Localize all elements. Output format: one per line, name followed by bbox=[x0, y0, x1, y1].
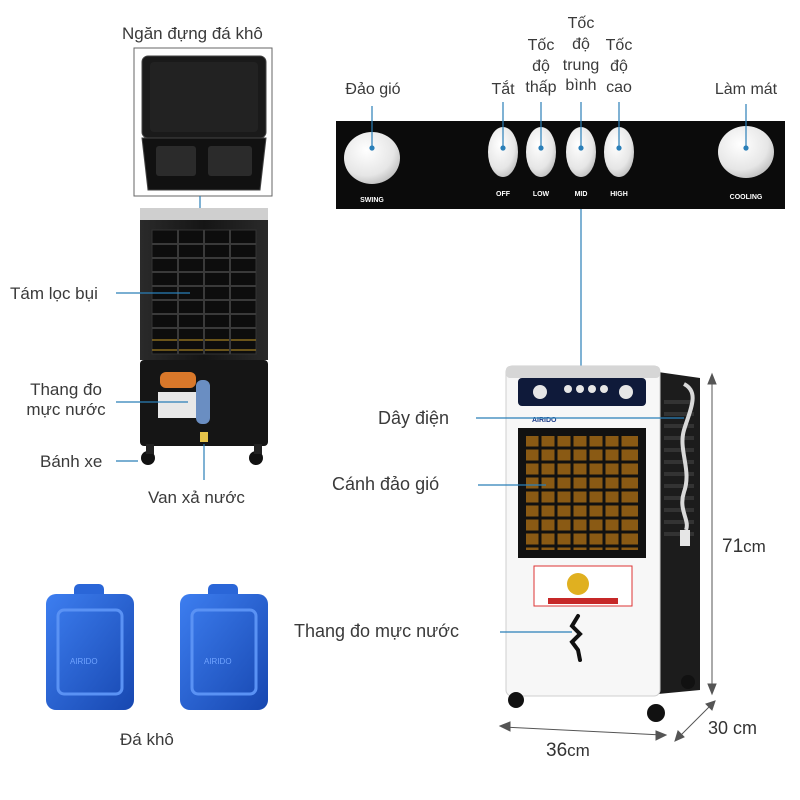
label-dust-filter: Tám lọc bụi bbox=[10, 284, 98, 303]
label-power-cord: Dây điện bbox=[378, 408, 450, 428]
dimension-width-value: 36 bbox=[546, 740, 568, 761]
label-high-vi-2: độ bbox=[610, 57, 628, 75]
ice-pack-left: AIRIDO bbox=[46, 584, 134, 710]
label-dry-ice-compartment: Ngăn đựng đá khô bbox=[122, 24, 263, 43]
label-low-vi-3: thấp bbox=[525, 78, 557, 96]
ice-pack-right: AIRIDO bbox=[180, 584, 268, 710]
caption-off: OFF bbox=[496, 191, 510, 198]
label-water-gauge-left: Thang đo mực nước bbox=[18, 380, 114, 419]
label-swing-vi: Đảo gió bbox=[345, 81, 401, 98]
label-wheels: Bánh xe bbox=[40, 452, 103, 471]
caption-swing: SWING bbox=[360, 197, 384, 204]
left-cooler-body bbox=[140, 208, 268, 465]
label-mid-vi-4: bình bbox=[565, 77, 597, 95]
label-drain-valve: Van xả nước bbox=[148, 488, 245, 507]
label-water-gauge-line2: mực nước bbox=[26, 399, 106, 419]
dimension-width: 36cm bbox=[546, 740, 590, 762]
label-swing-blade: Cánh đảo gió bbox=[332, 474, 440, 494]
label-dry-ice: Đá khô bbox=[120, 730, 174, 749]
label-mid-vi-3: trung bbox=[562, 56, 600, 74]
dimension-height-value: 71 bbox=[722, 536, 744, 557]
svg-text:AIRIDO: AIRIDO bbox=[70, 657, 98, 666]
dimension-width-unit: cm bbox=[567, 741, 590, 760]
label-mid-vi-1: Tốc bbox=[567, 15, 595, 32]
label-low-vi: Tốc độ thấp bbox=[516, 36, 566, 98]
label-water-gauge-right: Thang đo mực nước bbox=[294, 621, 459, 641]
caption-cooling: COOLING bbox=[729, 194, 763, 201]
label-cooling-vi: Làm mát bbox=[714, 81, 778, 98]
brand-logo: AIRIDO bbox=[532, 417, 557, 424]
label-water-gauge-line1: Thang đo bbox=[30, 380, 102, 399]
dimension-depth: 30 cm bbox=[708, 718, 758, 738]
control-panel bbox=[336, 121, 785, 209]
caption-high: HIGH bbox=[610, 191, 628, 198]
label-high-vi: Tốc độ cao bbox=[599, 36, 639, 98]
dry-ice-compartment bbox=[133, 47, 273, 197]
svg-text:AIRIDO: AIRIDO bbox=[204, 657, 232, 666]
label-mid-vi: Tốc độ trung bình bbox=[553, 14, 609, 97]
label-off-vi: Tắt bbox=[491, 81, 515, 98]
panel-leader-lines bbox=[369, 102, 749, 378]
right-cooler: AIRIDO bbox=[505, 365, 700, 722]
caption-mid: MID bbox=[574, 191, 588, 198]
dimension-height: 71cm bbox=[722, 536, 766, 558]
label-low-vi-1: Tốc bbox=[527, 37, 555, 54]
left-leader-lines bbox=[116, 196, 205, 480]
right-leader-lines bbox=[476, 417, 684, 633]
label-mid-vi-2: độ bbox=[572, 35, 590, 53]
label-high-vi-3: cao bbox=[606, 78, 632, 96]
label-low-vi-2: độ bbox=[532, 57, 550, 75]
label-high-vi-1: Tốc bbox=[605, 37, 633, 54]
caption-low: LOW bbox=[532, 191, 550, 198]
dimension-lines bbox=[498, 372, 717, 742]
dimension-height-unit: cm bbox=[743, 537, 766, 556]
